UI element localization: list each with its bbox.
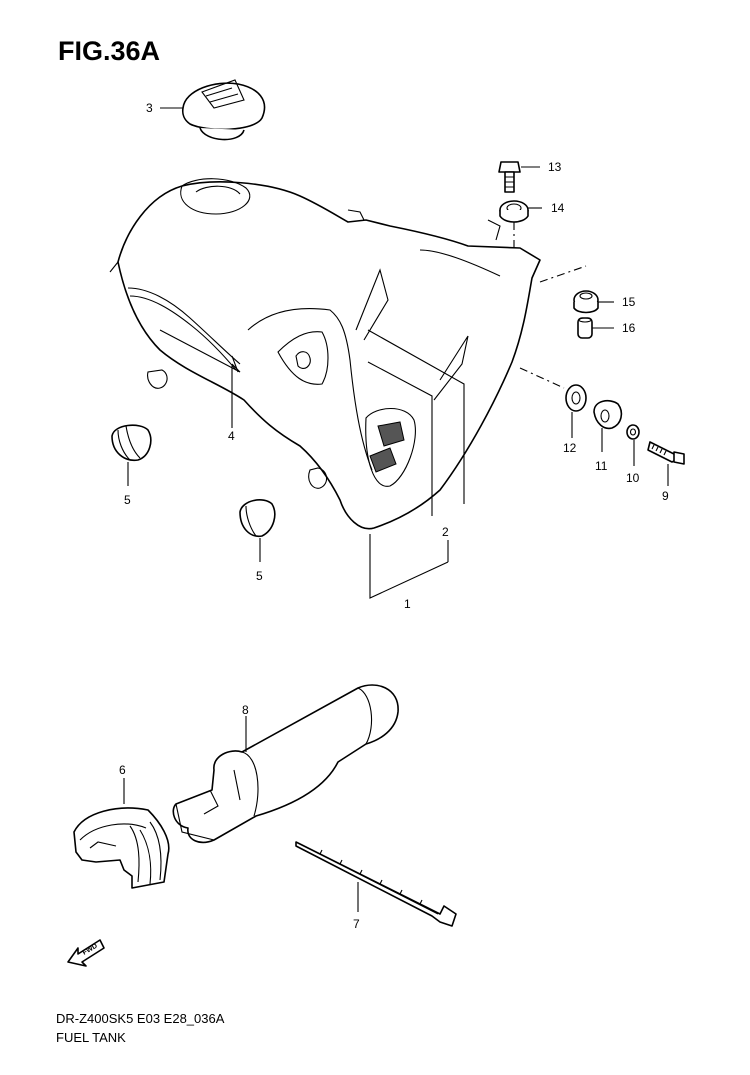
figure-name: FUEL TANK: [56, 1030, 126, 1045]
callout-15: 15: [622, 295, 636, 309]
callout-8: 8: [242, 703, 249, 717]
cushion-5-lower: [239, 499, 276, 537]
collar-16: [577, 317, 593, 339]
callout-5b: 5: [256, 569, 263, 583]
protector-8: [172, 684, 399, 844]
figure-title: FIG.36A: [58, 36, 161, 66]
callout-14: 14: [551, 201, 565, 215]
bolt-13: [498, 161, 521, 193]
callout-2: 2: [442, 525, 449, 539]
callout-11: 11: [595, 459, 608, 473]
cushion-15: [573, 290, 599, 314]
callout-9: 9: [662, 489, 669, 503]
callout-16: 16: [622, 321, 636, 335]
bolt-9: [647, 441, 685, 465]
figure-code: DR-Z400SK5 E03 E28_036A: [56, 1011, 225, 1026]
callout-4: 4: [228, 429, 235, 443]
washer-10: [626, 424, 640, 440]
grommet-14: [499, 200, 529, 223]
callout-3: 3: [146, 101, 153, 115]
clamp-6: [73, 807, 170, 889]
callout-13: 13: [548, 160, 562, 174]
callout-1: 1: [404, 597, 411, 611]
forward-arrow-icon: FWD: [67, 939, 105, 967]
fuel-cap: [181, 79, 266, 141]
callout-12: 12: [563, 441, 577, 455]
cable-tie-7: [295, 841, 457, 927]
callout-7: 7: [353, 917, 360, 931]
callout-5a: 5: [124, 493, 131, 507]
spacer-12: [565, 384, 587, 412]
fuel-tank-body: [109, 178, 541, 530]
cushion-11: [593, 399, 623, 430]
callout-10: 10: [626, 471, 640, 485]
callout-6: 6: [119, 763, 126, 777]
cushion-5-upper: [111, 424, 152, 461]
